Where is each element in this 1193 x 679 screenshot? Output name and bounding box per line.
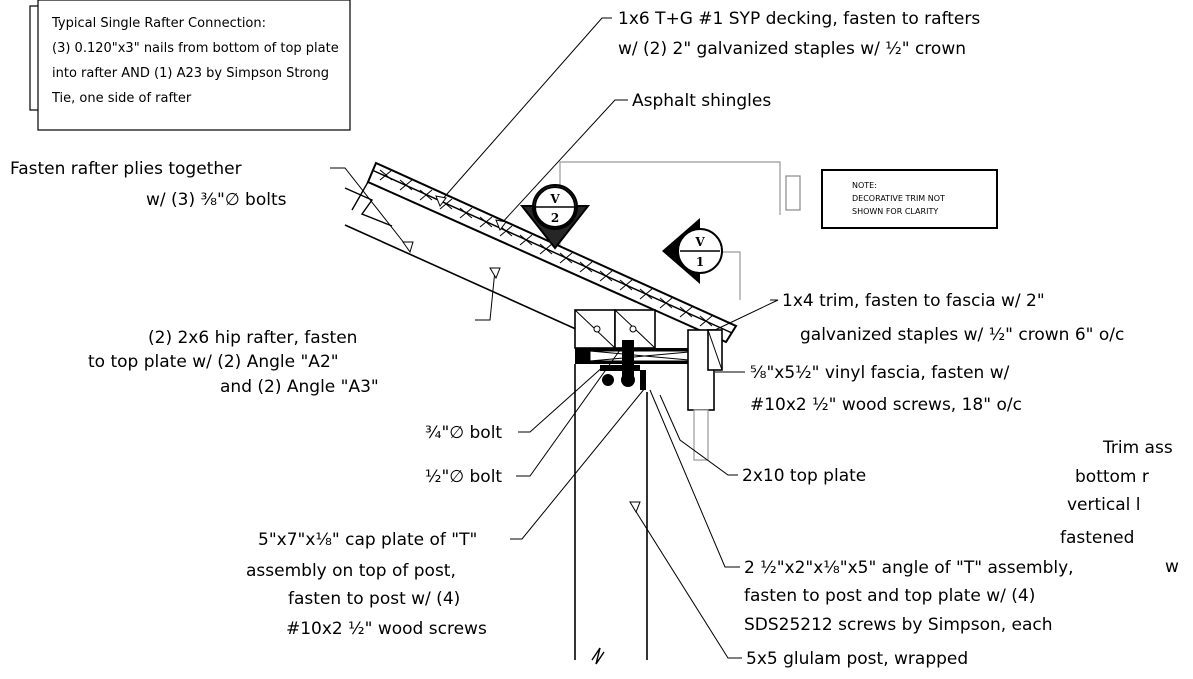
label-trim-1: 1x4 trim, fasten to fascia w/ 2"	[782, 291, 1045, 311]
label-shingles: Asphalt shingles	[632, 91, 771, 111]
label-cap-4: #10x2 ½" wood screws	[286, 619, 487, 639]
note-line2: DECORATIVE TRIM NOT	[852, 194, 945, 203]
label-angle-2: fasten to post and top plate w/ (4)	[744, 586, 1035, 606]
label-hip-3: and (2) Angle "A3"	[220, 377, 379, 397]
top-plate-assembly	[574, 309, 723, 461]
label-trim-partial-5: w	[1165, 557, 1179, 577]
label-decking-2: w/ (2) 2" galvanized staples w/ ½" crown	[618, 39, 966, 59]
reference-line-v2	[559, 161, 781, 255]
leader-bolt-34	[518, 364, 606, 433]
label-angle-3: SDS25212 screws by Simpson, each	[744, 615, 1053, 635]
leader-plies	[330, 167, 409, 249]
decorative-trim-note-box: NOTE: DECORATIVE TRIM NOT SHOWN FOR CLAR…	[821, 169, 998, 229]
connection-note-line2: (3) 0.120"x3" nails from bottom of top p…	[52, 41, 339, 56]
label-top-plate: 2x10 top plate	[742, 466, 866, 486]
label-plies-1: Fasten rafter plies together	[10, 159, 242, 179]
label-fascia-2: #10x2 ½" wood screws, 18" o/c	[750, 395, 1022, 415]
leader-top-plate	[659, 394, 738, 476]
label-angle-1: 2 ½"x2"x⅛"x5" angle of "T" assembly,	[744, 558, 1074, 578]
hip-rafter	[344, 161, 738, 344]
label-trim-partial-1: Trim ass	[1102, 438, 1173, 458]
label-plies-2: w/ (3) ⅜"∅ bolts	[146, 190, 287, 210]
leader-post	[634, 509, 742, 659]
connection-note-line4: Tie, one side of rafter	[51, 91, 192, 106]
label-trim-partial-4: fastened	[1060, 528, 1134, 548]
connection-note-box: Typical Single Rafter Connection: (3) 0.…	[29, 0, 351, 131]
label-hip-1: (2) 2x6 hip rafter, fasten	[148, 328, 357, 348]
leader-decking	[439, 17, 612, 203]
v2-letter: V	[549, 192, 560, 206]
connection-note-line3: into rafter AND (1) A23 by Simpson Stron…	[52, 66, 329, 81]
label-trim-partial-3: vertical l	[1067, 495, 1141, 515]
leader-cap-plate	[510, 387, 646, 540]
section-marker-v2: V 2	[519, 184, 591, 250]
leader-hip-rafter	[475, 269, 496, 321]
label-bolt-34: ¾"∅ bolt	[425, 423, 502, 443]
leader-angle	[649, 389, 740, 568]
label-hip-2: to top plate w/ (2) Angle "A2"	[88, 352, 339, 372]
label-trim-partial-2: bottom r	[1075, 467, 1149, 487]
label-trim-2: galvanized staples w/ ½" crown 6" o/c	[800, 325, 1124, 345]
glulam-post	[574, 364, 648, 665]
v1-letter: V	[694, 235, 705, 249]
v2-number: 2	[551, 211, 559, 225]
connection-note-line1: Typical Single Rafter Connection:	[51, 16, 266, 31]
leader-trim	[714, 299, 779, 331]
note-line1: NOTE:	[852, 181, 877, 190]
label-decking-1: 1x6 T+G #1 SYP decking, fasten to rafter…	[618, 9, 980, 29]
label-post: 5x5 glulam post, wrapped	[746, 649, 968, 669]
leader-lines	[330, 17, 779, 659]
label-fascia-1: ⅝"x5½" vinyl fascia, fasten w/	[750, 363, 1010, 383]
v1-number: 1	[696, 255, 704, 269]
section-marker-v1: V 1	[662, 218, 723, 284]
label-cap-2: assembly on top of post,	[246, 561, 456, 581]
leader-bolt-12	[516, 349, 621, 477]
labels: 1x6 T+G #1 SYP decking, fasten to rafter…	[10, 9, 1179, 669]
label-cap-3: fasten to post w/ (4)	[288, 589, 460, 609]
note-line3: SHOWN FOR CLARITY	[852, 207, 938, 216]
label-bolt-12: ½"∅ bolt	[425, 467, 502, 487]
label-cap-1: 5"x7"x⅛" cap plate of "T"	[258, 530, 477, 550]
leader-shingles	[499, 99, 628, 226]
